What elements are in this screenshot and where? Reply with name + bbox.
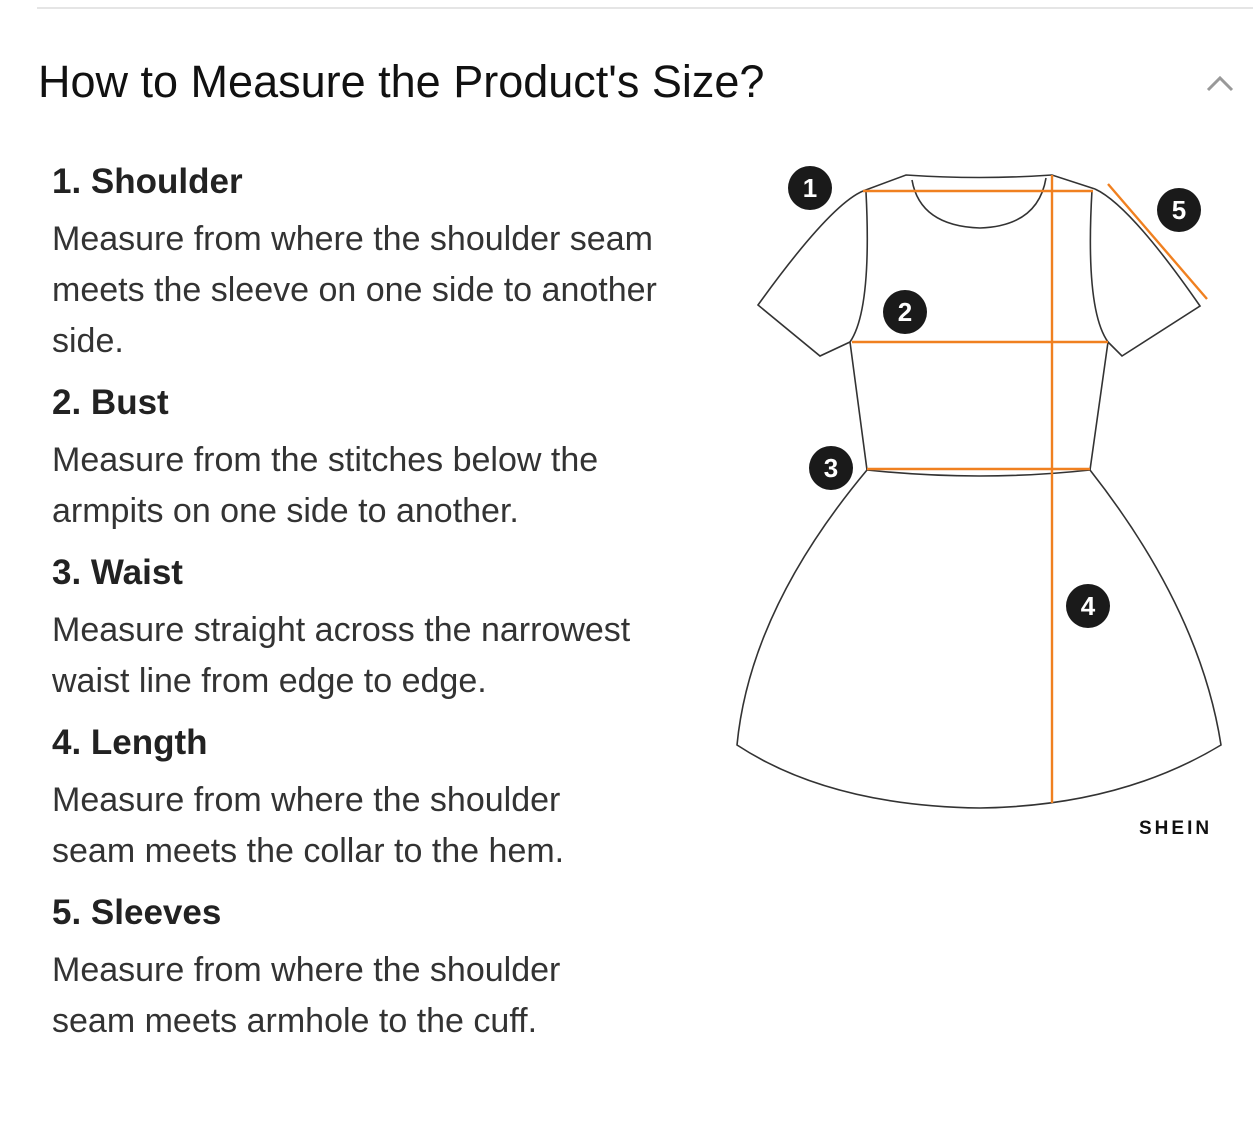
dress-diagram: 1 2 3 4 5: [736, 166, 1222, 809]
item-text: Measure straight across the narrowest wa…: [52, 611, 631, 700]
badge-3: 3: [809, 446, 853, 490]
badge-1: 1: [788, 166, 832, 210]
item-heading: 1. Shoulder: [52, 162, 243, 201]
chevron-up-icon[interactable]: [1206, 70, 1234, 98]
svg-text:3: 3: [824, 453, 838, 483]
svg-text:2: 2: [898, 297, 912, 327]
badge-4: 4: [1066, 584, 1110, 628]
item-text: Measure from where the shoulder seam mee…: [52, 781, 565, 870]
badge-5: 5: [1157, 188, 1201, 232]
dress-outline: [736, 174, 1222, 809]
item-text: Measure from where the shoulder seam mee…: [52, 951, 561, 1040]
item-text: Measure from the stitches below the armp…: [52, 441, 599, 530]
measure-lines: [852, 175, 1208, 803]
svg-text:4: 4: [1081, 591, 1096, 621]
section-title: How to Measure the Product's Size?: [38, 56, 765, 107]
item-text: Measure from where the shoulder seam mee…: [52, 220, 657, 360]
item-heading: 3. Waist: [52, 553, 183, 592]
item-heading: 5. Sleeves: [52, 893, 222, 932]
brand-logo: SHEIN: [1139, 818, 1213, 839]
svg-text:1: 1: [803, 173, 817, 203]
item-heading: 2. Bust: [52, 383, 169, 422]
divider: [37, 7, 1253, 9]
svg-text:5: 5: [1172, 195, 1186, 225]
item-heading: 4. Length: [52, 723, 208, 762]
badge-2: 2: [883, 290, 927, 334]
